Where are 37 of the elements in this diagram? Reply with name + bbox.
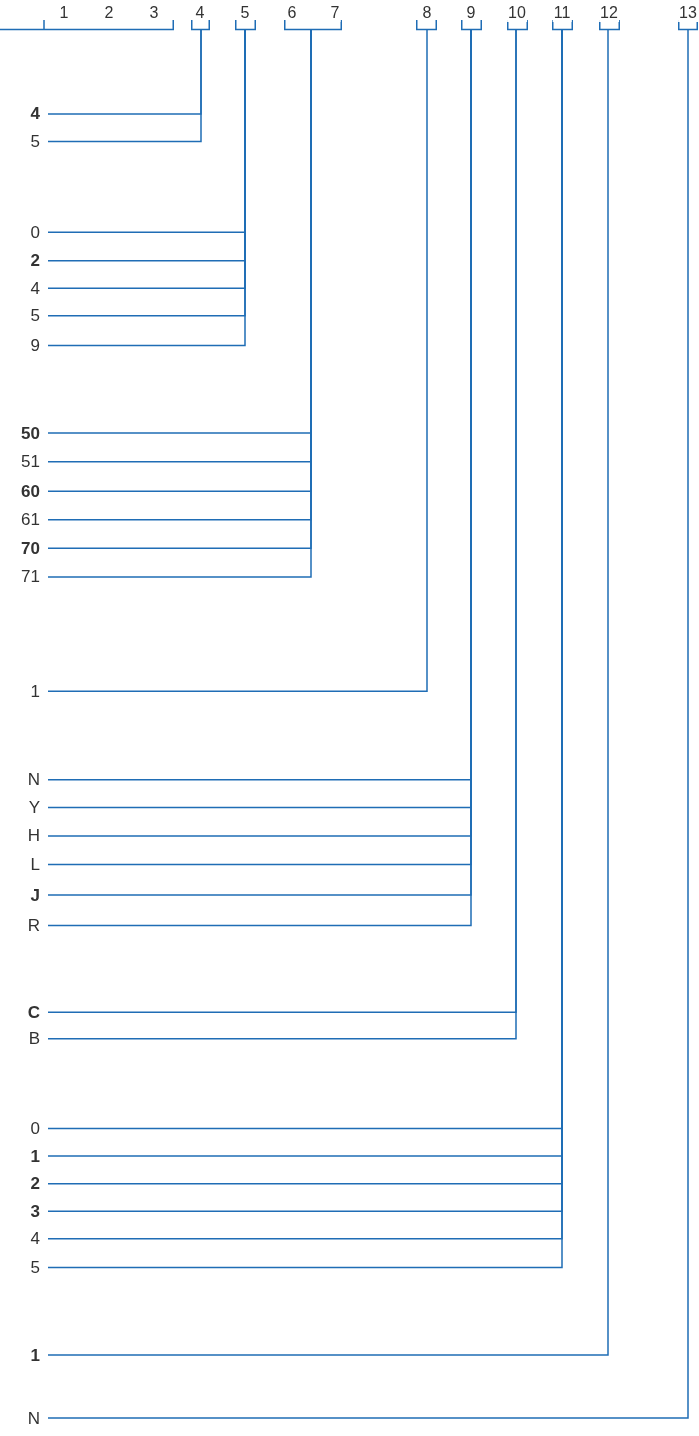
option-code: J [30,885,40,905]
option-code: R [27,916,40,936]
option-code: 1 [30,1345,40,1365]
option-code: 9 [30,335,40,355]
option-code: Y [28,797,40,817]
connector-line [47,29,428,692]
option-code: 1 [30,1146,40,1166]
option-code: 5 [30,132,40,151]
option-code: 5 [30,306,40,326]
option-code: 0 [30,1119,40,1138]
position-number: 12 [599,4,619,22]
option-code: 4 [30,104,40,124]
position-number: 13 [678,4,698,22]
option-code: 70 [21,538,40,558]
option-code: L [30,855,40,874]
option-code: 1 [30,681,40,701]
option-code: N [27,770,40,790]
option-code: 3 [30,1201,40,1221]
connector-line [47,29,689,1419]
option-code: B [28,1029,40,1049]
option-code: N [27,1408,40,1428]
position-number: 10 [507,4,527,22]
option-code: H [27,826,40,846]
option-code: 5 [30,1257,40,1277]
option-code: 50 [21,423,40,443]
option-code: 51 [21,452,40,472]
option-code: 60 [21,481,40,501]
option-code: 4 [30,1229,40,1249]
option-code: 71 [21,567,40,587]
option-code: 0 [30,222,40,242]
option-code: 2 [30,251,40,271]
option-code: 61 [21,510,40,530]
option-code: C [27,1002,40,1022]
option-code: 4 [30,278,40,298]
option-code: 2 [30,1174,40,1194]
connector-line [47,29,202,143]
position-number: 11 [552,4,572,22]
